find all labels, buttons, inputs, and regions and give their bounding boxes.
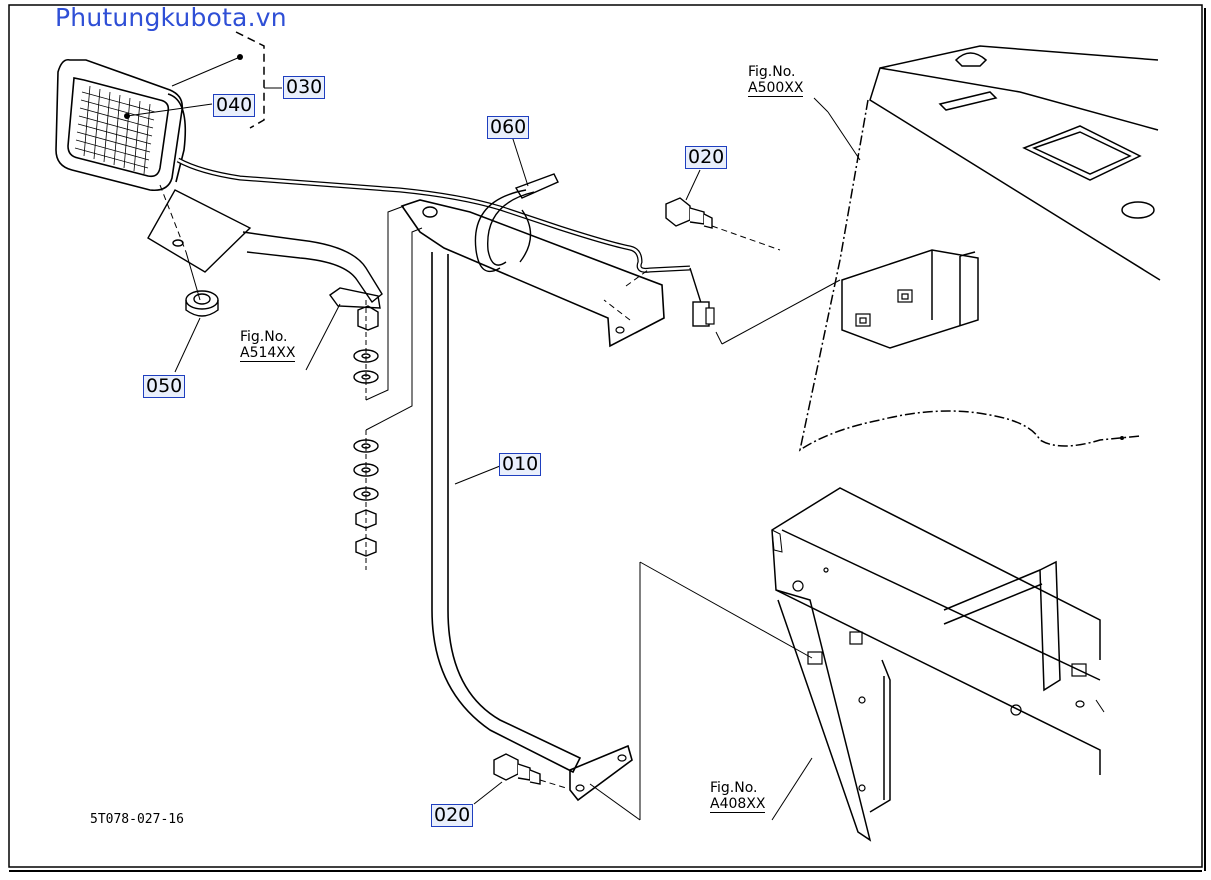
grommet [185, 290, 219, 317]
callout-010[interactable]: 010 [499, 453, 542, 476]
callout-020-bottom[interactable]: 020 [431, 804, 474, 827]
frame-assembly [771, 487, 1101, 842]
figref-a408[interactable]: Fig.No. A408XX [710, 780, 766, 813]
callout-060[interactable]: 060 [487, 116, 530, 139]
watermark-text: Phutungkubota.vn [55, 3, 287, 32]
fender-panel [841, 45, 1161, 349]
figref-a514-line2: A514XX [240, 345, 296, 362]
figref-a500-line1: Fig.No. [748, 64, 796, 80]
callout-030[interactable]: 030 [283, 76, 326, 99]
callout-050[interactable]: 050 [143, 375, 186, 398]
bolt-bottom [493, 753, 541, 785]
figref-a514-line1: Fig.No. [240, 329, 288, 345]
lamp-stay-bar [400, 199, 665, 802]
work-lamp [55, 58, 187, 192]
drawing-frame [8, 4, 1203, 868]
drawing-code: 5T078-027-16 [90, 812, 184, 827]
bolt-top [665, 197, 713, 229]
callout-040[interactable]: 040 [213, 94, 256, 117]
figref-a408-line2: A408XX [710, 796, 766, 813]
figref-a500-line2: A500XX [748, 80, 804, 97]
figref-a514[interactable]: Fig.No. A514XX [240, 329, 296, 362]
lamp-lens-grid [74, 85, 156, 175]
cable-tie [474, 173, 559, 273]
lamp-bracket [147, 189, 383, 309]
callout-020-top[interactable]: 020 [685, 146, 728, 169]
figref-a408-line1: Fig.No. [710, 780, 758, 796]
figref-a500[interactable]: Fig.No. A500XX [748, 64, 804, 97]
